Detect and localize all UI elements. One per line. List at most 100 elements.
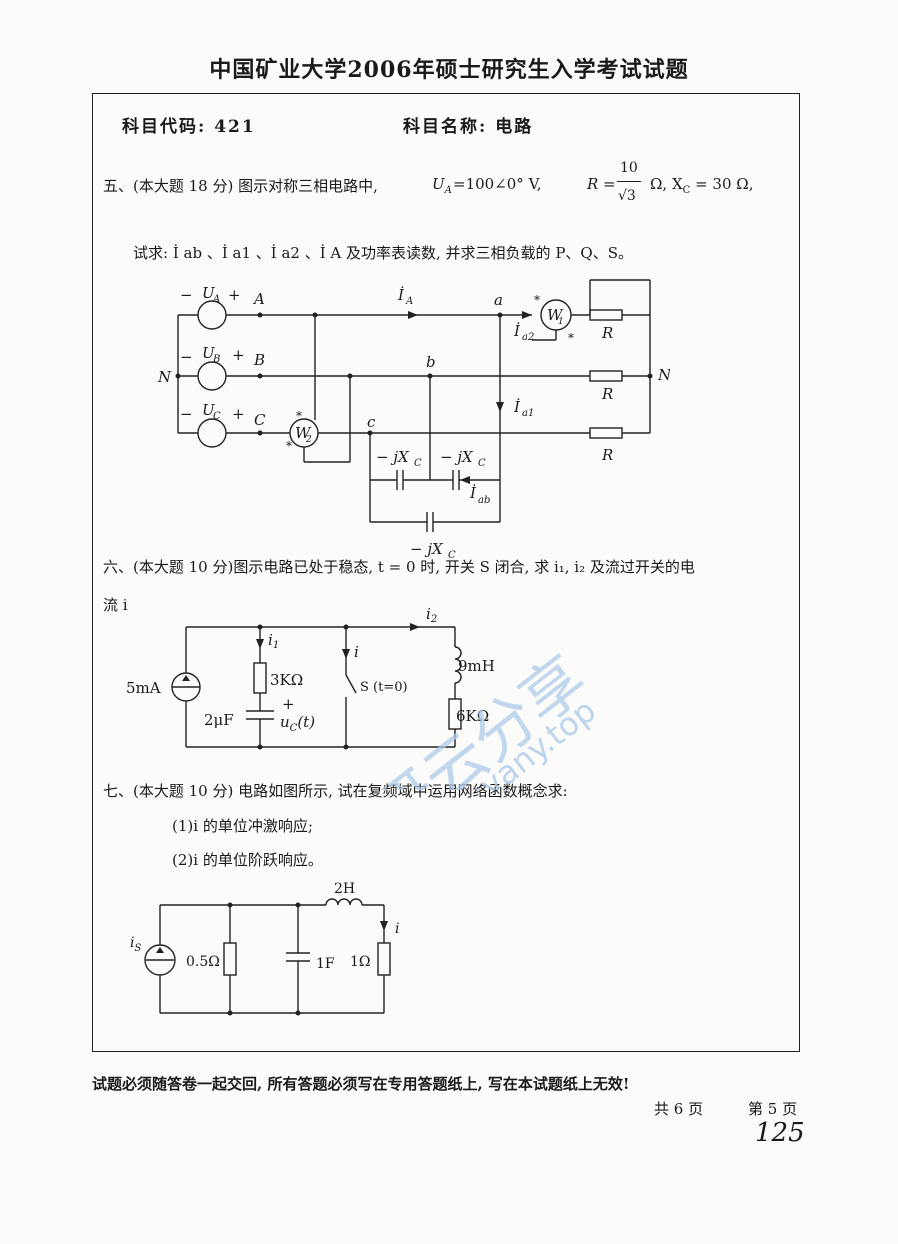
svg-text:+: + [232,405,245,423]
svg-text:B: B [253,351,265,369]
svg-text:İ: İ [469,484,477,502]
q5-ua-value: =100∠0° V, [453,175,542,193]
cap-label-1-sub: C [414,458,422,469]
handwritten-number: 125 [755,1118,805,1148]
svg-text:*: * [534,293,540,307]
svg-text:A: A [212,294,220,305]
current-Ia2-sub: a2 [522,332,534,343]
node-a: a [494,291,503,309]
cap-2uf: 2μF [204,711,234,729]
q6-line1: 六、(本大题 10 分)图示电路已处于稳态, t = 0 时, 开关 S 闭合,… [103,558,695,576]
src-a-u: U [202,284,216,302]
src-b-sub: B [212,354,220,365]
node-C: C [254,411,266,429]
fraction-bar [617,181,641,182]
r-0-5: 0.5Ω [186,954,220,970]
svg-text:a2: a2 [522,332,534,343]
q5-ua-sub: A [444,185,452,196]
current-IA: İ [397,286,405,304]
switch-label: S (t=0) [360,680,408,695]
wattmeter-2: W [295,424,312,442]
r-3k: 3KΩ [270,671,303,689]
w1-star-2: * [568,331,574,345]
svg-text:i2: i2 [426,605,437,625]
svg-text:B: B [212,354,220,365]
i1-label: i [268,631,273,649]
svg-text:W: W [295,424,312,442]
src-c-u: U [202,401,216,419]
svg-text:uC(t): uC(t) [280,713,315,734]
node-B: B [253,351,265,369]
q5-xc-val: = 30 Ω, [695,175,754,193]
current-Ia1: İ [513,398,521,416]
ind-2h: 2H [334,881,355,897]
svg-text:N: N [157,368,172,386]
src-a-sub: A [212,294,220,305]
node-b: b [426,353,436,371]
svg-text:İ: İ [513,398,521,416]
wattmeter-1-sub: 1 [558,317,564,327]
is-sub: S [134,943,141,954]
rc-switch-circuit: 5mA 3KΩ 2μF uC(t) + S (t=0) 9mH 6KΩ i1 i… [126,605,495,750]
page-total: 共 6 页 [654,1100,704,1118]
cap-label-2-sub: C [478,458,486,469]
svg-text:İ: İ [513,322,521,340]
q5-ua-symbol: UA [432,175,452,196]
svg-text:U: U [202,344,216,362]
source-5mA: 5mA [126,679,161,697]
q5-intro: 五、(本大题 18 分) 图示对称三相电路中, [103,177,378,195]
page-title: 中国矿业大学2006年硕士研究生入学考试试题 [209,57,689,83]
node-N-prime: N′ [657,366,670,384]
svg-text:R: R [601,324,613,342]
src-b-plus: + [232,346,245,364]
q7-item2: (2)i 的单位阶跃响应。 [172,851,323,869]
cap-label-3-sub: C [448,550,456,560]
svg-text:−: − [180,286,193,304]
svg-text:c: c [367,413,376,431]
subject-name: 科目名称: 电路 [403,117,534,137]
resistor-R-c: R [601,446,613,464]
svg-text:C: C [478,458,486,469]
cap-label-3: − jX [410,540,444,558]
watermark: 考研云分享 kaoyany.top [311,642,603,790]
q5-r-num: 10 [620,160,638,176]
uc-plus: + [282,695,295,713]
svg-text:C: C [254,411,266,429]
rlc-network-circuit: iS 0.5Ω 1F 2H 1Ω i [130,881,399,1016]
resistor-R-b: R [601,385,613,403]
q6-line2: 流 i [103,596,128,614]
svg-text:A: A [252,290,265,308]
src-b-u: U [202,344,216,362]
src-c-minus: − [180,405,193,423]
node-A: A [252,290,265,308]
src-b-minus: − [180,348,193,366]
resistor-R-a: R [601,324,613,342]
uc-label: u [280,713,290,731]
svg-text:a1: a1 [522,408,534,419]
q5-ua-letter: U [432,175,445,193]
i2-sub: 2 [430,614,437,625]
svg-text:N′: N′ [657,366,670,384]
current-IA-sub: A [405,296,413,307]
svg-text:U: U [202,284,216,302]
cap-label-1: − jX [376,448,410,466]
svg-text:− jX: − jX [410,540,444,558]
current-Ia1-sub: a1 [522,408,534,419]
svg-text:ab: ab [478,495,490,506]
subject-code: 科目代码: 421 [122,117,256,137]
svg-text:− jX: − jX [376,448,410,466]
q7-item1: (1)i 的单位冲激响应; [172,817,313,835]
svg-text:A: A [405,296,413,307]
svg-text:−: − [180,348,193,366]
svg-text:*: * [568,331,574,345]
svg-text:C: C [448,550,456,560]
svg-text:İ: İ [397,286,405,304]
q5-xc-sub: C [682,185,691,196]
svg-text:W: W [547,306,564,324]
q5-xc-label: Ω, XC = 30 Ω, [650,175,754,196]
svg-text:*: * [286,439,292,453]
w1-star-1: * [534,293,540,307]
current-Iab: İ [469,484,477,502]
svg-text:i1: i1 [268,631,279,651]
i-out-label: i [395,921,399,937]
